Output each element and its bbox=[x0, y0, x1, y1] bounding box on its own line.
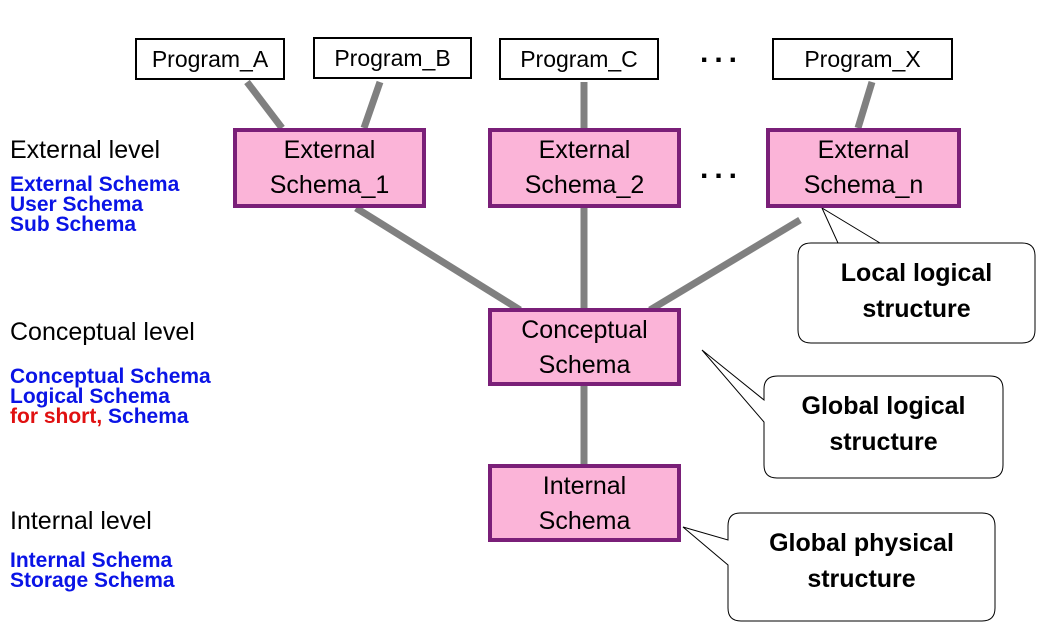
callout-global-physical: Global physical structure bbox=[728, 525, 995, 597]
internal-schema-box: Internal Schema bbox=[488, 464, 681, 542]
external-schema-2-line2: Schema_2 bbox=[524, 171, 645, 199]
external-schema-2-line1: External bbox=[538, 136, 631, 164]
callout-global-logical-bubble bbox=[701, 349, 1004, 479]
internal-level-label: Internal level bbox=[10, 507, 152, 535]
callout-global-logical-line2: structure bbox=[829, 428, 938, 456]
program-x-box: Program_X bbox=[772, 38, 953, 80]
external-level-synonyms: External Schema User Schema Sub Schema bbox=[10, 173, 180, 236]
synonym-for-short: for short, Schema bbox=[10, 405, 211, 428]
synonym-conceptual-schema: Conceptual Schema bbox=[10, 365, 211, 388]
conceptual-level-label: Conceptual level bbox=[10, 318, 195, 346]
connector-program-x bbox=[854, 80, 876, 130]
external-level-label: External level bbox=[10, 136, 161, 164]
external-schema-n-line2: Schema_n bbox=[803, 171, 924, 199]
synonym-external-schema: External Schema bbox=[10, 173, 180, 196]
callout-local-logical: Local logical structure bbox=[798, 255, 1035, 327]
connector-program-a bbox=[244, 79, 285, 131]
external-schema-1-line2: Schema_1 bbox=[269, 171, 390, 199]
callout-global-physical-bubble bbox=[682, 512, 996, 622]
schemas-ellipsis: ... bbox=[700, 152, 744, 185]
callout-global-physical-line2: structure bbox=[807, 565, 916, 593]
callout-global-logical-line1: Global logical bbox=[801, 392, 966, 420]
program-a-box: Program_A bbox=[135, 38, 285, 80]
external-schema-2-box: External Schema_2 bbox=[488, 128, 681, 208]
program-c-box: Program_C bbox=[499, 38, 659, 80]
internal-level-synonyms: Internal Schema Storage Schema bbox=[10, 549, 175, 592]
short-prefix: for short, bbox=[10, 405, 103, 428]
callout-local-logical-bubble bbox=[797, 206, 1036, 344]
external-schema-1-box: External Schema_1 bbox=[233, 128, 426, 208]
external-schema-1-line1: External bbox=[283, 136, 376, 164]
short-name: Schema bbox=[108, 405, 189, 428]
conceptual-schema-line2: Schema bbox=[538, 351, 631, 379]
synonym-logical-schema: Logical Schema bbox=[10, 385, 170, 408]
internal-schema-line2: Schema bbox=[538, 507, 631, 535]
program-b-box: Program_B bbox=[313, 37, 472, 79]
conceptual-schema-line1: Conceptual bbox=[521, 316, 648, 344]
connector-program-b bbox=[360, 80, 384, 130]
callout-global-logical: Global logical structure bbox=[764, 388, 1003, 460]
synonym-internal-schema: Internal Schema bbox=[10, 549, 173, 572]
programs-ellipsis: ... bbox=[700, 36, 744, 69]
callout-local-logical-line1: Local logical bbox=[840, 259, 993, 287]
synonym-sub-schema: Sub Schema bbox=[10, 213, 137, 236]
callout-local-logical-line2: structure bbox=[862, 295, 971, 323]
synonym-user-schema: User Schema bbox=[10, 193, 144, 216]
internal-schema-line1: Internal bbox=[542, 472, 627, 500]
connector-external-n bbox=[648, 216, 802, 314]
conceptual-level-synonyms: Conceptual Schema Logical Schema for sho… bbox=[10, 365, 211, 428]
external-schema-n-box: External Schema_n bbox=[766, 128, 961, 208]
synonym-storage-schema: Storage Schema bbox=[10, 569, 175, 592]
external-schema-n-line1: External bbox=[817, 136, 910, 164]
callout-global-physical-line1: Global physical bbox=[769, 529, 954, 557]
connector-external-1 bbox=[354, 205, 522, 313]
conceptual-schema-box: Conceptual Schema bbox=[488, 308, 681, 386]
